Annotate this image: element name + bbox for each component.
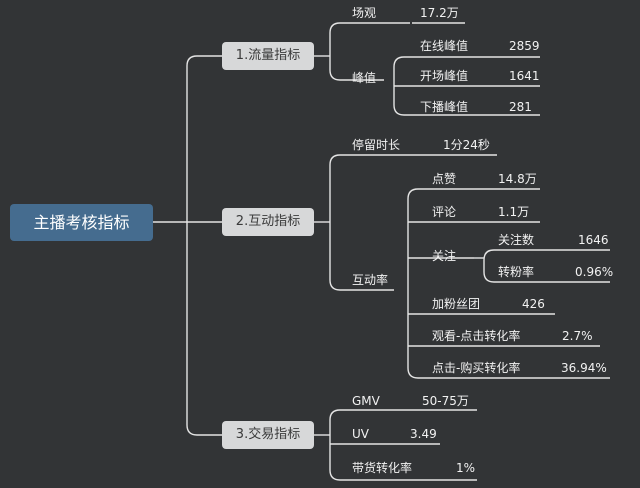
- open-peak-label: 开场峰值: [420, 69, 469, 83]
- fan-group-label: 加粉丝团: [432, 297, 481, 311]
- comments-value: 1.1万: [498, 205, 530, 219]
- view-click-label: 观看-点击转化率: [432, 329, 521, 343]
- branch-interaction[interactable]: 2.互动指标: [222, 208, 314, 236]
- stay-label: 停留时长: [352, 138, 401, 152]
- follow-count-label: 关注数: [498, 233, 535, 247]
- close-peak-value: 281: [509, 100, 532, 114]
- uv-label: UV: [352, 427, 369, 441]
- fan-conversion-value: 0.96%: [575, 265, 614, 279]
- likes-label: 点赞: [432, 172, 457, 186]
- online-peak-value: 2859: [509, 39, 540, 53]
- branch-traffic[interactable]: 1.流量指标: [222, 42, 314, 70]
- sales-conversion-label: 带货转化率: [352, 461, 413, 475]
- branch-trade[interactable]: 3.交易指标: [222, 421, 314, 449]
- interaction-rate-label: 互动率: [352, 273, 389, 287]
- likes-value: 14.8万: [498, 172, 537, 186]
- close-peak-label: 下播峰值: [420, 100, 469, 114]
- uv-value: 3.49: [410, 427, 437, 441]
- gmv-label: GMV: [352, 394, 380, 408]
- view-click-value: 2.7%: [562, 329, 593, 343]
- peak-label: 峰值: [352, 71, 377, 85]
- open-peak-value: 1641: [509, 69, 540, 83]
- comments-label: 评论: [432, 205, 457, 219]
- views-value: 17.2万: [420, 6, 459, 20]
- online-peak-label: 在线峰值: [420, 39, 469, 53]
- fan-conversion-label: 转粉率: [498, 265, 535, 279]
- click-buy-value: 36.94%: [561, 361, 607, 375]
- stay-value: 1分24秒: [443, 138, 490, 152]
- follow-count-value: 1646: [578, 233, 609, 247]
- root-node[interactable]: 主播考核指标: [10, 204, 153, 241]
- follow-label: 关注: [432, 249, 457, 263]
- gmv-value: 50-75万: [422, 394, 469, 408]
- click-buy-label: 点击-购买转化率: [432, 361, 521, 375]
- sales-conversion-value: 1%: [456, 461, 476, 475]
- fan-group-value: 426: [522, 297, 545, 311]
- views-label: 场观: [352, 6, 377, 20]
